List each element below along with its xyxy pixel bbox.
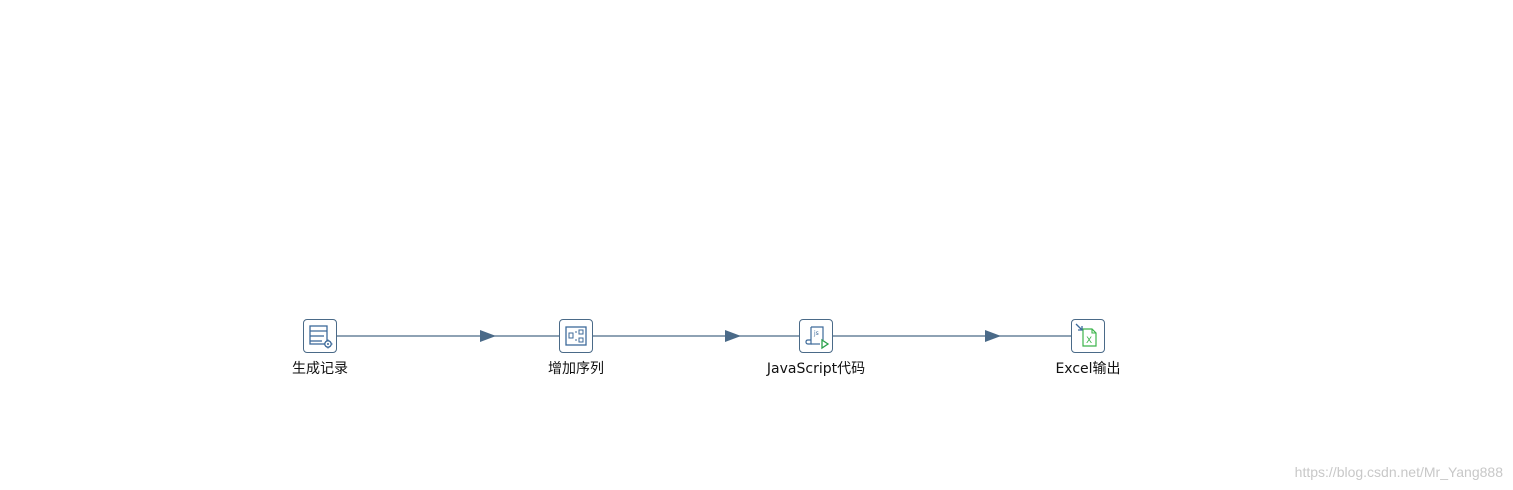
- svg-text:X: X: [1086, 336, 1092, 346]
- watermark: https://blog.csdn.net/Mr_Yang888: [1294, 464, 1503, 480]
- svg-text:js: js: [813, 330, 819, 337]
- step-excel-output[interactable]: X: [1071, 319, 1105, 353]
- excel-output-icon: X: [1075, 323, 1097, 347]
- step-generate-rows[interactable]: [303, 319, 337, 353]
- add-sequence-icon: [565, 326, 587, 346]
- hop-3[interactable]: [833, 330, 1071, 342]
- generate-rows-icon: [309, 325, 333, 349]
- step-label-generate-rows: 生成记录: [292, 361, 348, 377]
- hop-2-arrowhead: [725, 330, 741, 342]
- hop-3-arrowhead: [985, 330, 1001, 342]
- step-label-javascript: JavaScript代码: [766, 361, 866, 377]
- step-label-excel-output: Excel输出: [1055, 361, 1121, 377]
- hop-1[interactable]: [337, 330, 559, 342]
- step-add-sequence[interactable]: [559, 319, 593, 353]
- step-javascript[interactable]: js: [799, 319, 833, 353]
- javascript-script-icon: js: [805, 326, 830, 350]
- step-label-add-sequence: 增加序列: [548, 361, 604, 377]
- hop-1-arrowhead: [480, 330, 496, 342]
- hop-2[interactable]: [593, 330, 799, 342]
